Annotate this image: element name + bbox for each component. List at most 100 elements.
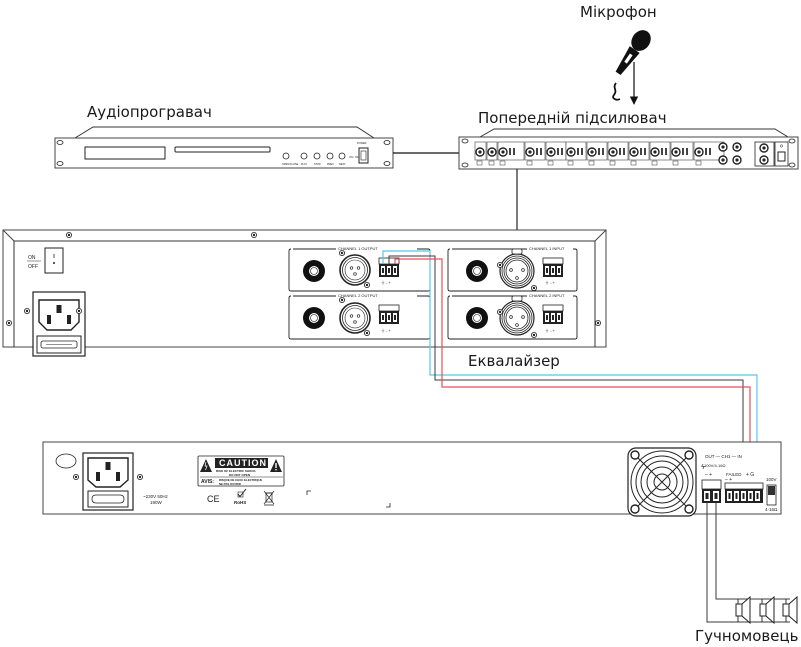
player-power-label: POWER: [357, 142, 367, 145]
preamplifier: Попередній підсилювач: [458, 109, 799, 170]
channel-2-input-panel: CHANNEL 2 INPUT ⏚ - +: [447, 293, 578, 340]
equalizer: ON OFF CHANNEL 1 OUTPUT ⏚ - + CHANNEL 2 …: [2, 229, 607, 370]
microphone-icon: [615, 30, 651, 76]
channel-2-input-terminal[interactable]: [542, 304, 564, 325]
preamp-master-knob[interactable]: [732, 155, 742, 165]
preamp-gain-knob[interactable]: [546, 147, 556, 157]
player-switch-label: ON / OFF: [349, 156, 360, 159]
player-button-open-close[interactable]: OPEN/CLOSE: [282, 152, 299, 166]
cooling-fan-icon: [627, 447, 697, 517]
preamp-gain-knob[interactable]: [525, 147, 535, 157]
preamp-channel: [586, 141, 608, 166]
preamp-master-knob[interactable]: [718, 142, 728, 152]
amp-channel-label: OUT — CH1 — IN: [705, 454, 742, 459]
switch-100v-label: 100V: [766, 477, 777, 482]
lightning-icon: ϟ: [701, 464, 705, 471]
impedance-selector-switch[interactable]: [766, 484, 777, 506]
microphone-cable: [612, 82, 621, 101]
svg-text:⏚ - +: ⏚ - +: [381, 327, 392, 333]
preamp-gain-knob[interactable]: [694, 147, 704, 157]
preamp-channel: [670, 141, 694, 166]
audio-player: Аудіопрогравач OPEN/CLOSE PLAY STOP PREV…: [54, 103, 394, 169]
svg-text:PREV: PREV: [327, 163, 334, 166]
preamp-channel: [607, 141, 629, 166]
svg-text:⏚ - +: ⏚ - +: [545, 279, 556, 285]
amp-speaker-output-terminal[interactable]: [701, 479, 722, 503]
signal-wire-red: [394, 258, 751, 511]
microphone: Мікрофон: [580, 3, 657, 105]
equalizer-label: Еквалайзер: [468, 352, 560, 370]
player-button-play[interactable]: PLAY: [300, 152, 308, 166]
power-on-label: ON: [28, 255, 36, 261]
preamp-gain-knob[interactable]: [671, 147, 681, 157]
svg-text:AVIS:: AVIS:: [201, 479, 214, 485]
channel-1-output-jack[interactable]: [302, 259, 326, 283]
preamp-master-knob[interactable]: [732, 142, 742, 152]
svg-text:PLAY: PLAY: [301, 163, 308, 166]
channel-1-input-jack[interactable]: [465, 259, 489, 283]
eq-power-switch[interactable]: [44, 247, 64, 274]
channel-2-output-jack[interactable]: [302, 306, 326, 330]
channel-2-input-label: CHANNEL 2 INPUT: [529, 293, 565, 298]
preamp-gain-knob[interactable]: [608, 147, 618, 157]
preamp-gain-knob[interactable]: [487, 147, 497, 157]
amp-output-spec: 100V/4-16Ω: [704, 463, 725, 468]
preamp-gain-knob[interactable]: [587, 147, 597, 157]
channel-2-output-panel: CHANNEL 2 OUTPUT ⏚ - +: [288, 293, 431, 340]
amp-power-watts: 190W: [150, 500, 163, 505]
amp-failed-polarity: – +: [725, 477, 732, 483]
preamp-channel-strip: [474, 141, 742, 166]
amp-failed-label: FAILED: [726, 472, 742, 477]
player-button-stop[interactable]: STOP: [313, 152, 321, 166]
preamp-channel: [474, 141, 487, 166]
svg-text:⏚ - +: ⏚ - +: [545, 327, 556, 333]
signal-wire-blue: [382, 250, 758, 511]
preamp-channel: [545, 141, 567, 166]
caution-label: CAUTION RISK OF ELECTRIC SHOCK DO NOT OP…: [197, 455, 285, 487]
svg-text:STOP: STOP: [314, 163, 321, 166]
svg-text:NE PAS OUVRIR: NE PAS OUVRIR: [219, 482, 241, 486]
preamp-channel: [649, 141, 671, 166]
preamp-channel: [565, 141, 587, 166]
amp-input-terminal[interactable]: [724, 482, 764, 503]
channel-2-output-label: CHANNEL 2 OUTPUT: [338, 293, 378, 298]
weee-bin-icon: [263, 490, 275, 506]
channel-2-input-jack[interactable]: [465, 306, 489, 330]
amp-in-polarity: + G: [746, 472, 754, 478]
svg-text:⏚ - +: ⏚ - +: [381, 279, 392, 285]
eq-power-inlet[interactable]: [32, 291, 86, 357]
signal-wire-black: [388, 255, 744, 511]
rohs-mark-icon: RoHS: [234, 488, 247, 505]
preamp-gain-knob[interactable]: [650, 147, 660, 157]
channel-2-output-terminal[interactable]: [378, 304, 400, 325]
preamp-gain-knob[interactable]: [566, 147, 576, 157]
player-button-next[interactable]: NEXT: [338, 152, 346, 166]
svg-text:RISQUE DE CHOC ELECTRIQUE: RISQUE DE CHOC ELECTRIQUE: [219, 478, 262, 482]
channel-1-output-label: CHANNEL 1 OUTPUT: [338, 246, 378, 251]
preamp-gain-knob[interactable]: [475, 147, 485, 157]
preamp-channel: [628, 141, 650, 166]
preamp-power-switch[interactable]: [777, 151, 786, 162]
channel-1-input-terminal[interactable]: [542, 257, 564, 278]
player-button-prev[interactable]: PREV: [326, 152, 334, 166]
amp-power-rating: ~230V 50Hz: [143, 494, 169, 499]
power-off-label: OFF: [28, 264, 38, 270]
disc-tray: [174, 146, 271, 153]
preamp-channel: [524, 141, 546, 166]
amplifier: ~230V 50Hz 190W CAUTION RISK OF ELECTRIC…: [42, 441, 782, 517]
channel-1-output-xlr[interactable]: [339, 254, 371, 286]
svg-text:OPEN/CLOSE: OPEN/CLOSE: [282, 163, 299, 166]
display-window: [84, 146, 166, 160]
preamp-master-knob[interactable]: [718, 155, 728, 165]
label-area-corner: [386, 503, 391, 508]
preamp-gain-knob[interactable]: [629, 147, 639, 157]
amp-power-inlet[interactable]: [82, 452, 134, 511]
speaker-icon: [782, 596, 798, 624]
preamp-channel: [497, 141, 525, 166]
preamp-gain-knob[interactable]: [498, 147, 508, 157]
microphone-label: Мікрофон: [580, 3, 657, 21]
channel-1-input-label: CHANNEL 1 INPUT: [529, 246, 565, 251]
channel-1-input-panel: CHANNEL 1 INPUT ⏚ - +: [447, 246, 578, 292]
channel-2-output-xlr[interactable]: [339, 302, 371, 334]
